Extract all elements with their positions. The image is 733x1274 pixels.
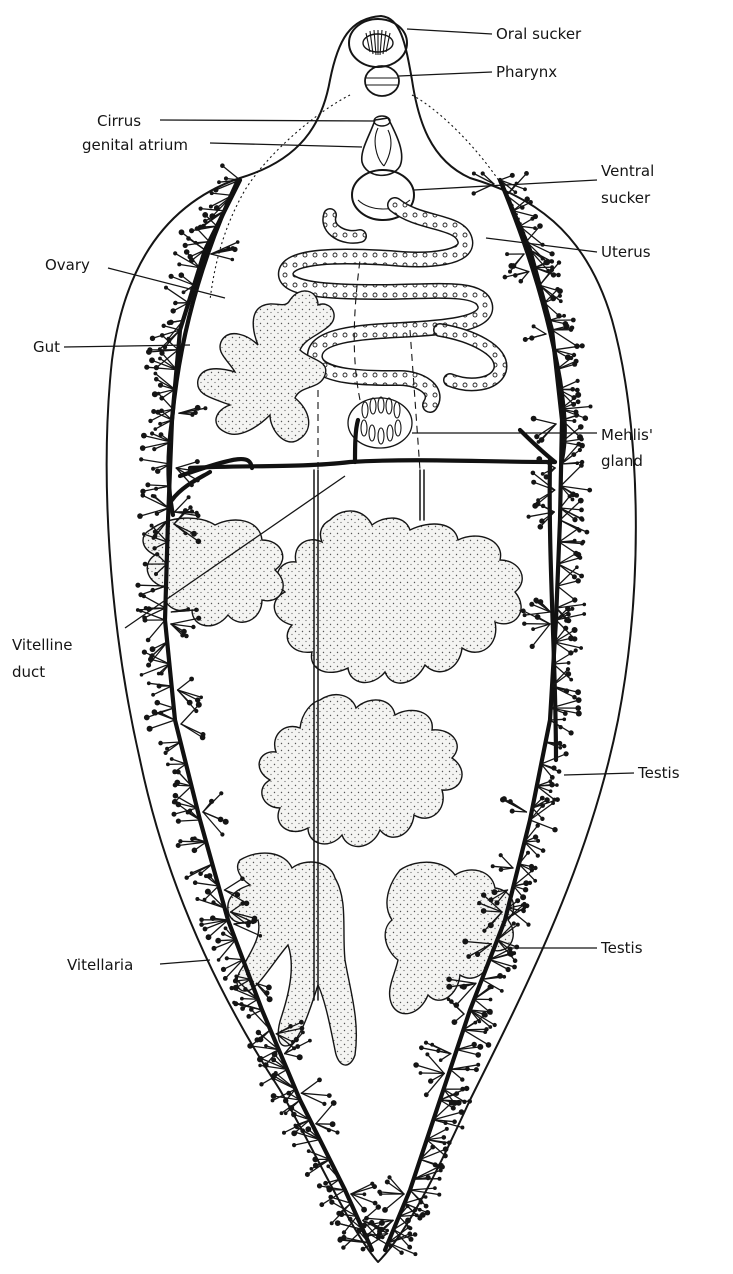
label-mehlis-gland-line1: Mehlis' xyxy=(601,426,653,444)
pharynx xyxy=(365,66,399,96)
label-ovary: Ovary xyxy=(45,256,90,274)
label-vitelline-duct-line1: Vitelline xyxy=(12,636,72,654)
label-mehlis-gland-line2: gland xyxy=(601,452,643,470)
label-vitelline-duct-line2: duct xyxy=(12,663,45,681)
label-vitellaria: Vitellaria xyxy=(67,956,133,974)
label-testis-upper: Testis xyxy=(637,764,680,782)
label-gut: Gut xyxy=(33,338,60,356)
label-cirrus: Cirrus xyxy=(97,112,141,130)
label-uterus: Uterus xyxy=(601,243,651,261)
testis-posterior-right xyxy=(385,862,514,1014)
label-testis-lower: Testis xyxy=(600,939,643,957)
testis-anterior xyxy=(274,511,522,683)
label-ventral-sucker-line1: Ventral xyxy=(601,162,654,180)
testis-posterior xyxy=(259,695,462,847)
testis-posterior-lower xyxy=(228,853,357,1065)
cirrus-genital-atrium xyxy=(362,116,402,175)
label-ventral-sucker-line2: sucker xyxy=(601,189,651,207)
label-pharynx: Pharynx xyxy=(496,63,557,81)
label-oral-sucker: Oral sucker xyxy=(496,25,582,43)
label-genital-atrium: genital atrium xyxy=(82,136,188,154)
oral-sucker xyxy=(349,19,407,67)
ovary xyxy=(198,291,334,442)
